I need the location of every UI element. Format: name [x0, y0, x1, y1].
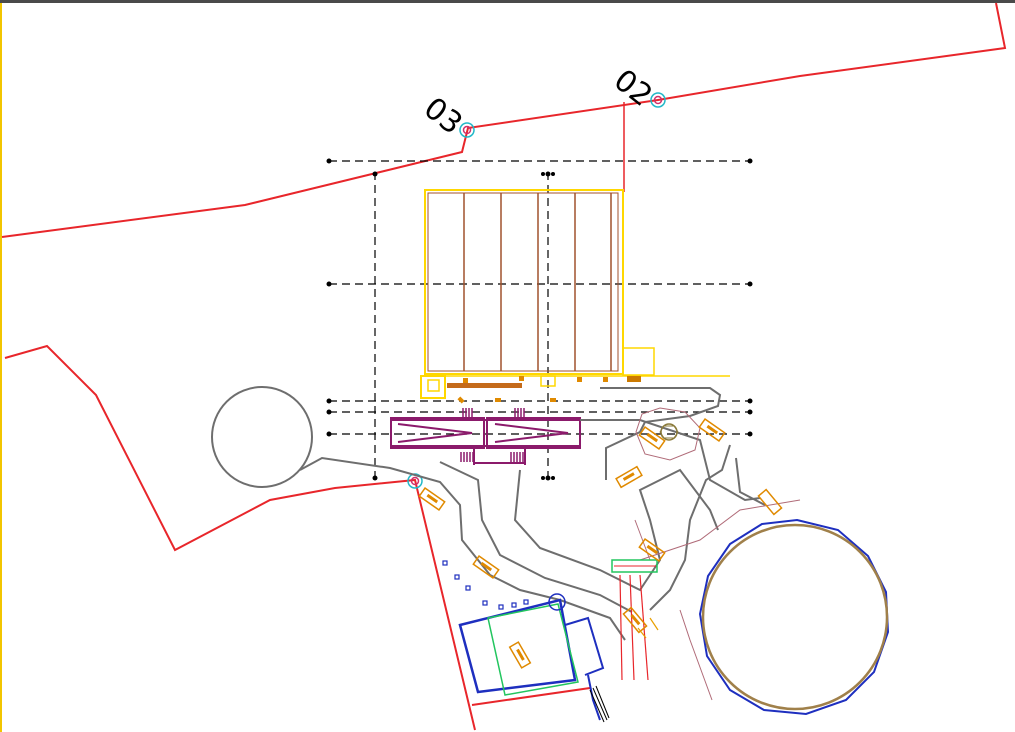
column-marker-2 — [627, 376, 641, 382]
plant-room-stair — [587, 674, 601, 721]
tag-3 — [615, 465, 643, 489]
small-fittings — [463, 376, 608, 383]
tag-1 — [638, 425, 666, 451]
tag-7 — [622, 606, 648, 634]
rotunda-outer — [635, 407, 701, 461]
road-arc-top — [600, 387, 722, 480]
pipe-manifold-right — [486, 417, 581, 449]
roof-bay-lines — [463, 193, 612, 371]
tag-6 — [638, 537, 666, 563]
plant-room[interactable] — [458, 593, 605, 721]
plant-room-outer — [458, 598, 577, 694]
structural-grid — [329, 160, 750, 478]
pipe-taper-right — [494, 423, 569, 443]
roof-inner-outline — [427, 192, 619, 372]
beam-brown — [447, 383, 522, 388]
tag-fill-marks — [426, 424, 719, 661]
rotunda-structure[interactable] — [635, 407, 701, 461]
rotunda-core — [659, 425, 679, 439]
tank-outer-ring — [698, 518, 890, 716]
grid-node-markers — [326, 158, 753, 481]
pipe-flanges — [460, 408, 525, 462]
plant-room-annex — [564, 616, 605, 676]
road-loop-east — [580, 419, 761, 502]
road-connector — [299, 456, 626, 641]
annex-block — [622, 347, 655, 376]
tag-9 — [757, 488, 783, 516]
pipe-manifold-left — [390, 417, 485, 449]
boundary-north-line — [1, 2, 1007, 238]
column-marker-1 — [540, 375, 556, 387]
access-roads — [211, 386, 766, 641]
bollard-markers — [442, 560, 529, 610]
tag-5 — [472, 554, 500, 580]
corner-column-inner — [427, 379, 440, 392]
turning-circle — [211, 386, 313, 488]
tag-8 — [508, 641, 532, 669]
pipe-small-fittings — [457, 396, 556, 404]
boundary-west-line — [4, 344, 476, 731]
corner-column-block — [420, 375, 446, 399]
plant-room-green — [487, 603, 579, 696]
boundary-south-line — [471, 687, 591, 706]
main-building-roof[interactable] — [420, 189, 730, 399]
skid-frame — [611, 559, 658, 573]
road-east-branch — [735, 457, 766, 506]
tag-leaders — [637, 617, 659, 639]
tag-4 — [418, 486, 446, 512]
stair-hatching — [589, 685, 610, 723]
tag-2 — [698, 417, 726, 443]
plant-room-tank — [548, 593, 566, 611]
viewport-left-edge — [0, 3, 2, 732]
tank-inner-ring — [701, 523, 889, 711]
roof-outline — [424, 189, 624, 375]
road-loop-south — [649, 444, 731, 611]
station-03-marker[interactable] — [459, 122, 475, 138]
process-piping[interactable] — [390, 408, 581, 465]
equipment-tags — [418, 417, 783, 669]
pipe-taper-left — [397, 423, 473, 443]
road-inner-west — [439, 461, 633, 613]
storage-tank[interactable] — [698, 518, 890, 716]
station-02-marker[interactable] — [650, 92, 666, 108]
equipment-skid[interactable] — [611, 559, 658, 573]
rotunda-column — [660, 423, 678, 441]
window-top-bar — [0, 0, 1015, 3]
